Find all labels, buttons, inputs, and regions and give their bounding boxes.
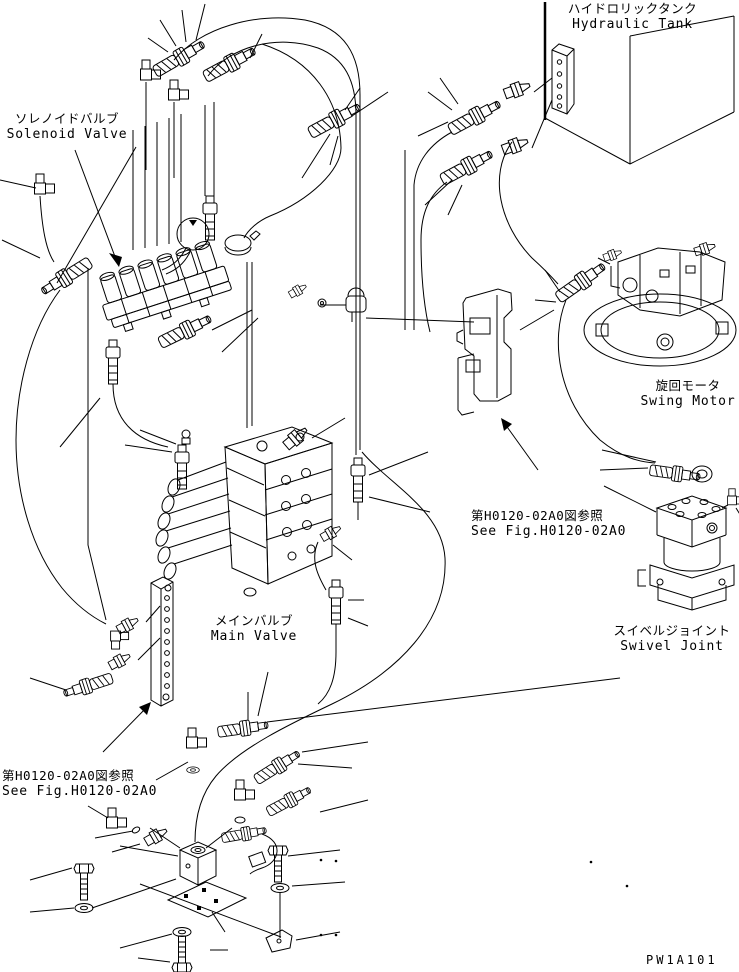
- label-swing-motor: 旋回モータ Swing Motor: [613, 378, 739, 410]
- label-see-fig-main-ja: 第H0120-02A0図参照: [471, 508, 604, 523]
- bracket-drawing: [404, 150, 513, 416]
- label-swivel-joint: スイベルジョイント Swivel Joint: [605, 623, 739, 655]
- label-swivel-joint-ja: スイベルジョイント: [613, 623, 731, 638]
- label-see-fig-main: 第H0120-02A0図参照 See Fig.H0120-02A0: [471, 508, 626, 540]
- label-see-fig-bottom-ja: 第H0120-02A0図参照: [2, 768, 135, 783]
- left-manifold-drawing: [61, 576, 174, 707]
- label-solenoid-valve: ソレノイドバルブ Solenoid Valve: [0, 111, 134, 143]
- callout-arrows: [74, 149, 539, 753]
- label-swing-motor-ja: 旋回モータ: [655, 378, 721, 393]
- hydraulic-tank-drawing: [500, 2, 735, 165]
- label-hydraulic-tank-en: Hydraulic Tank: [572, 17, 693, 32]
- hose-clamp-drawing: [287, 281, 475, 323]
- main-valve-drawing: [155, 423, 366, 705]
- label-main-valve: メインバルブ Main Valve: [184, 613, 324, 645]
- solenoid-valve-drawing: [15, 102, 261, 625]
- top-hoses-drawing: [140, 17, 559, 455]
- label-solenoid-valve-en: Solenoid Valve: [6, 127, 128, 142]
- leader-lines: [0, 3, 657, 963]
- label-see-fig-bottom-en: See Fig.H0120-02A0: [2, 784, 158, 799]
- label-main-valve-ja: メインバルブ: [214, 613, 293, 628]
- label-see-fig-bottom: 第H0120-02A0図参照 See Fig.H0120-02A0: [2, 768, 157, 800]
- bottom-assembly-drawing: [73, 451, 629, 972]
- label-solenoid-valve-ja: ソレノイドバルブ: [14, 111, 119, 126]
- label-swivel-joint-en: Swivel Joint: [620, 639, 724, 654]
- swivel-joint-drawing: [637, 461, 739, 611]
- label-hydraulic-tank: ハイドロリックタンク Hydraulic Tank: [500, 1, 739, 33]
- label-see-fig-main-en: See Fig.H0120-02A0: [471, 524, 627, 539]
- label-swing-motor-en: Swing Motor: [640, 394, 736, 409]
- swing-motor-drawing: [552, 239, 737, 464]
- drawing-code: PW1A101: [646, 953, 718, 967]
- label-hydraulic-tank-ja: ハイドロリックタンク: [567, 1, 698, 16]
- label-main-valve-en: Main Valve: [210, 629, 298, 644]
